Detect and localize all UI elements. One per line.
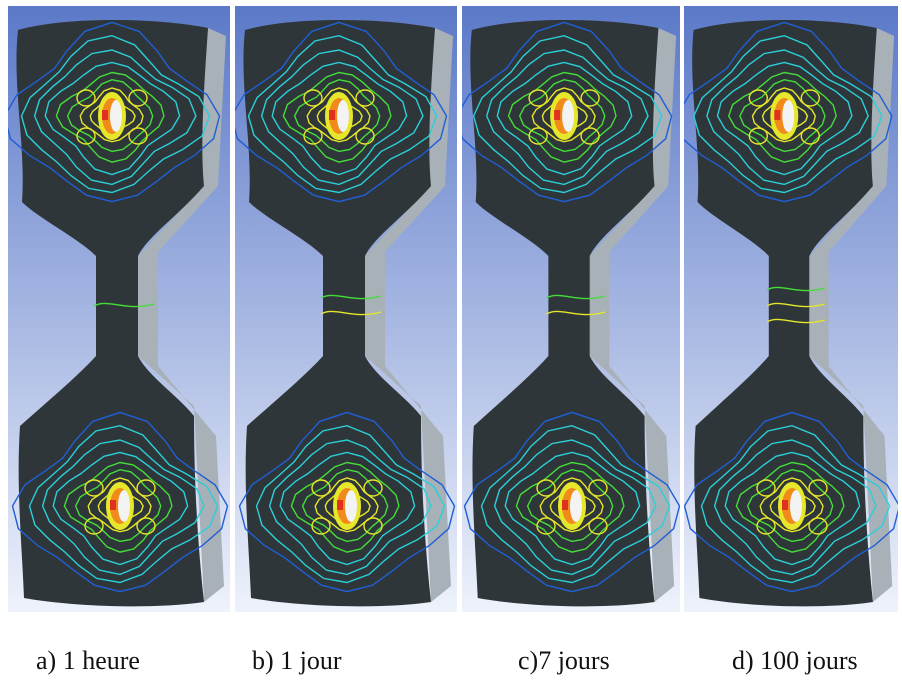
specimen-panel-c bbox=[462, 6, 680, 612]
hole bbox=[562, 100, 575, 132]
stress-contours-gauge bbox=[93, 302, 155, 308]
specimen-front-face bbox=[243, 20, 435, 607]
stress-contours-bottom bbox=[684, 411, 898, 593]
caption-a: a) 1 heure bbox=[36, 646, 140, 675]
caption-d: d) 100 jours bbox=[732, 646, 858, 675]
hole bbox=[782, 100, 795, 132]
caption-b: b) 1 jour bbox=[252, 646, 342, 675]
specimen-side-face bbox=[365, 28, 453, 602]
specimen-side-face bbox=[589, 28, 677, 602]
specimen-side-face bbox=[138, 28, 226, 602]
hole bbox=[110, 100, 122, 132]
stress-contours-top bbox=[684, 21, 893, 203]
specimen-panel-a bbox=[8, 6, 230, 612]
hole bbox=[345, 490, 357, 522]
stress-contours-gauge bbox=[320, 294, 382, 316]
hole bbox=[790, 490, 802, 522]
hole bbox=[570, 490, 582, 522]
specimen-side-face bbox=[809, 28, 895, 602]
stress-contours-gauge bbox=[546, 294, 606, 316]
specimen-panel-b bbox=[235, 6, 457, 612]
stress-contours-bottom bbox=[11, 411, 229, 593]
specimen-front-face bbox=[16, 20, 208, 607]
stress-contours-bottom bbox=[463, 411, 680, 593]
hole bbox=[337, 100, 349, 132]
specimen-panel-d bbox=[684, 6, 898, 612]
stress-contours-gauge bbox=[766, 286, 825, 324]
specimen-front-face bbox=[692, 20, 877, 607]
stress-contours-top bbox=[235, 21, 448, 203]
hole bbox=[118, 490, 130, 522]
stress-contours-top bbox=[462, 21, 673, 203]
caption-c: c)7 jours bbox=[518, 646, 610, 675]
stress-contours-top bbox=[8, 21, 221, 203]
specimen-front-face bbox=[470, 20, 659, 607]
stress-contours-bottom bbox=[238, 411, 456, 593]
